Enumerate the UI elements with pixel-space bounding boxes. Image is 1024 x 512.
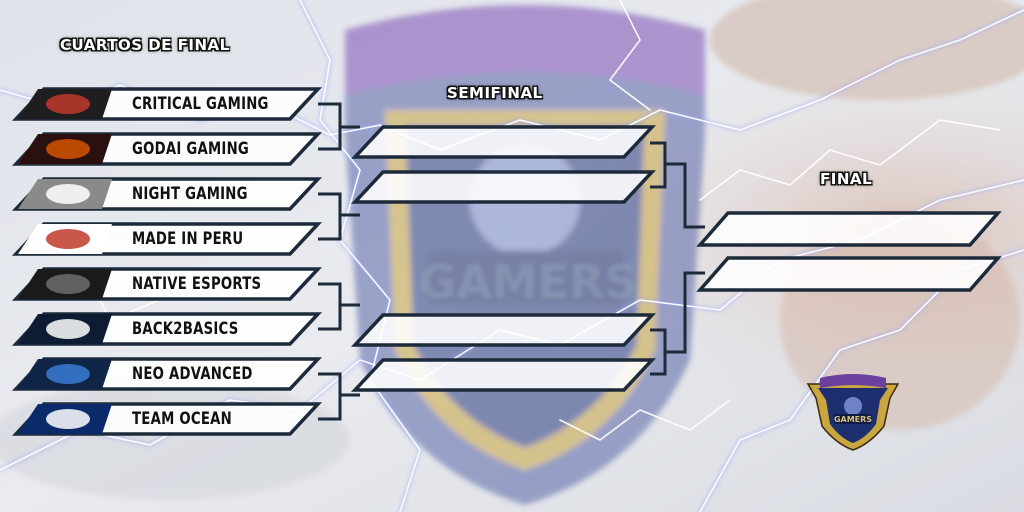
semifinal-slot: [350, 125, 657, 159]
team-ocean-logo: [18, 404, 112, 434]
team-name: CRITICAL GAMING: [132, 94, 269, 114]
team-name: NEO ADVANCED: [132, 364, 253, 384]
critical-gaming-logo: [18, 89, 112, 119]
team-name: TEAM OCEAN: [132, 409, 232, 429]
made-in-peru-logo: [18, 224, 112, 254]
bracket-connectors: [318, 102, 705, 421]
team-name: NIGHT GAMING: [132, 184, 248, 204]
team-name: MADE IN PERU: [132, 229, 244, 249]
semifinal-slot: [350, 358, 657, 392]
semifinal-slot: [350, 170, 657, 204]
neo-advanced-logo: [18, 359, 112, 389]
quarterfinal-title: CUARTOS DE FINAL: [60, 36, 230, 54]
gamers-logo-text: GAMERS: [834, 415, 872, 424]
final-slots: [696, 211, 1002, 292]
final-title: FINAL: [820, 170, 873, 188]
semifinal-slots: [350, 125, 657, 392]
semifinal-slot: [350, 313, 657, 347]
final-slot: [696, 256, 1002, 292]
native-esports-logo: [18, 269, 112, 299]
team-name: NATIVE ESPORTS: [132, 274, 262, 294]
back2basics-logo: [18, 314, 112, 344]
gamers-logo: GAMERS: [806, 374, 900, 451]
night-gaming-logo: [18, 179, 112, 209]
quarterfinal-slots: [11, 87, 323, 436]
team-name: GODAI GAMING: [132, 139, 250, 159]
team-name: BACK2BASICS: [132, 319, 239, 339]
background-emblem-text: GAMERS: [418, 255, 637, 309]
final-slot: [696, 211, 1002, 247]
godai-gaming-logo: [18, 134, 112, 164]
semifinal-title: SEMIFINAL: [447, 84, 543, 102]
